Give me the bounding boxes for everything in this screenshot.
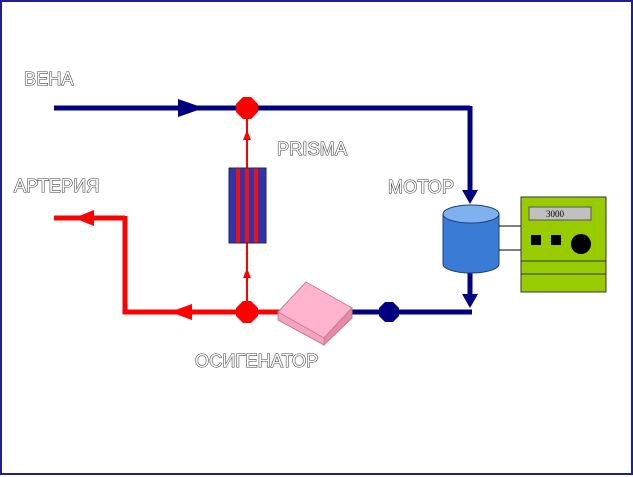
pump-display-value: 3000 <box>546 209 565 219</box>
artery-label: АРТЕРИЯ <box>14 176 100 196</box>
filter-line-arrow-upper <box>243 130 251 140</box>
top-connector-icon <box>236 97 258 119</box>
vein-label: ВЕНА <box>24 69 74 89</box>
filter-line-arrow-lower <box>243 268 251 278</box>
arterial-return-arrow <box>170 304 192 320</box>
venous-down-arrow-from-pump <box>462 294 478 308</box>
pump-console-icon: 3000 <box>520 196 607 293</box>
motor-label: МОТОР <box>388 177 454 197</box>
arterial-outflow-arrow <box>74 210 94 226</box>
console-button-1 <box>531 235 541 245</box>
console-knob <box>571 234 591 254</box>
venous-inflow-arrow <box>178 99 204 117</box>
cylinder-pump-icon <box>442 204 521 274</box>
oxygenator-label: ОСИГЕНАТОР <box>195 351 318 371</box>
oxygenator-cube-icon <box>277 281 353 347</box>
prisma-filter-icon <box>228 167 267 244</box>
venous-connector-icon <box>379 302 399 322</box>
pump-display <box>528 206 592 221</box>
venous-down-arrow-to-pump <box>462 190 478 204</box>
bottom-connector-icon <box>236 301 258 323</box>
console-button-2 <box>551 235 561 245</box>
prisma-label: PRISMA <box>277 139 347 159</box>
